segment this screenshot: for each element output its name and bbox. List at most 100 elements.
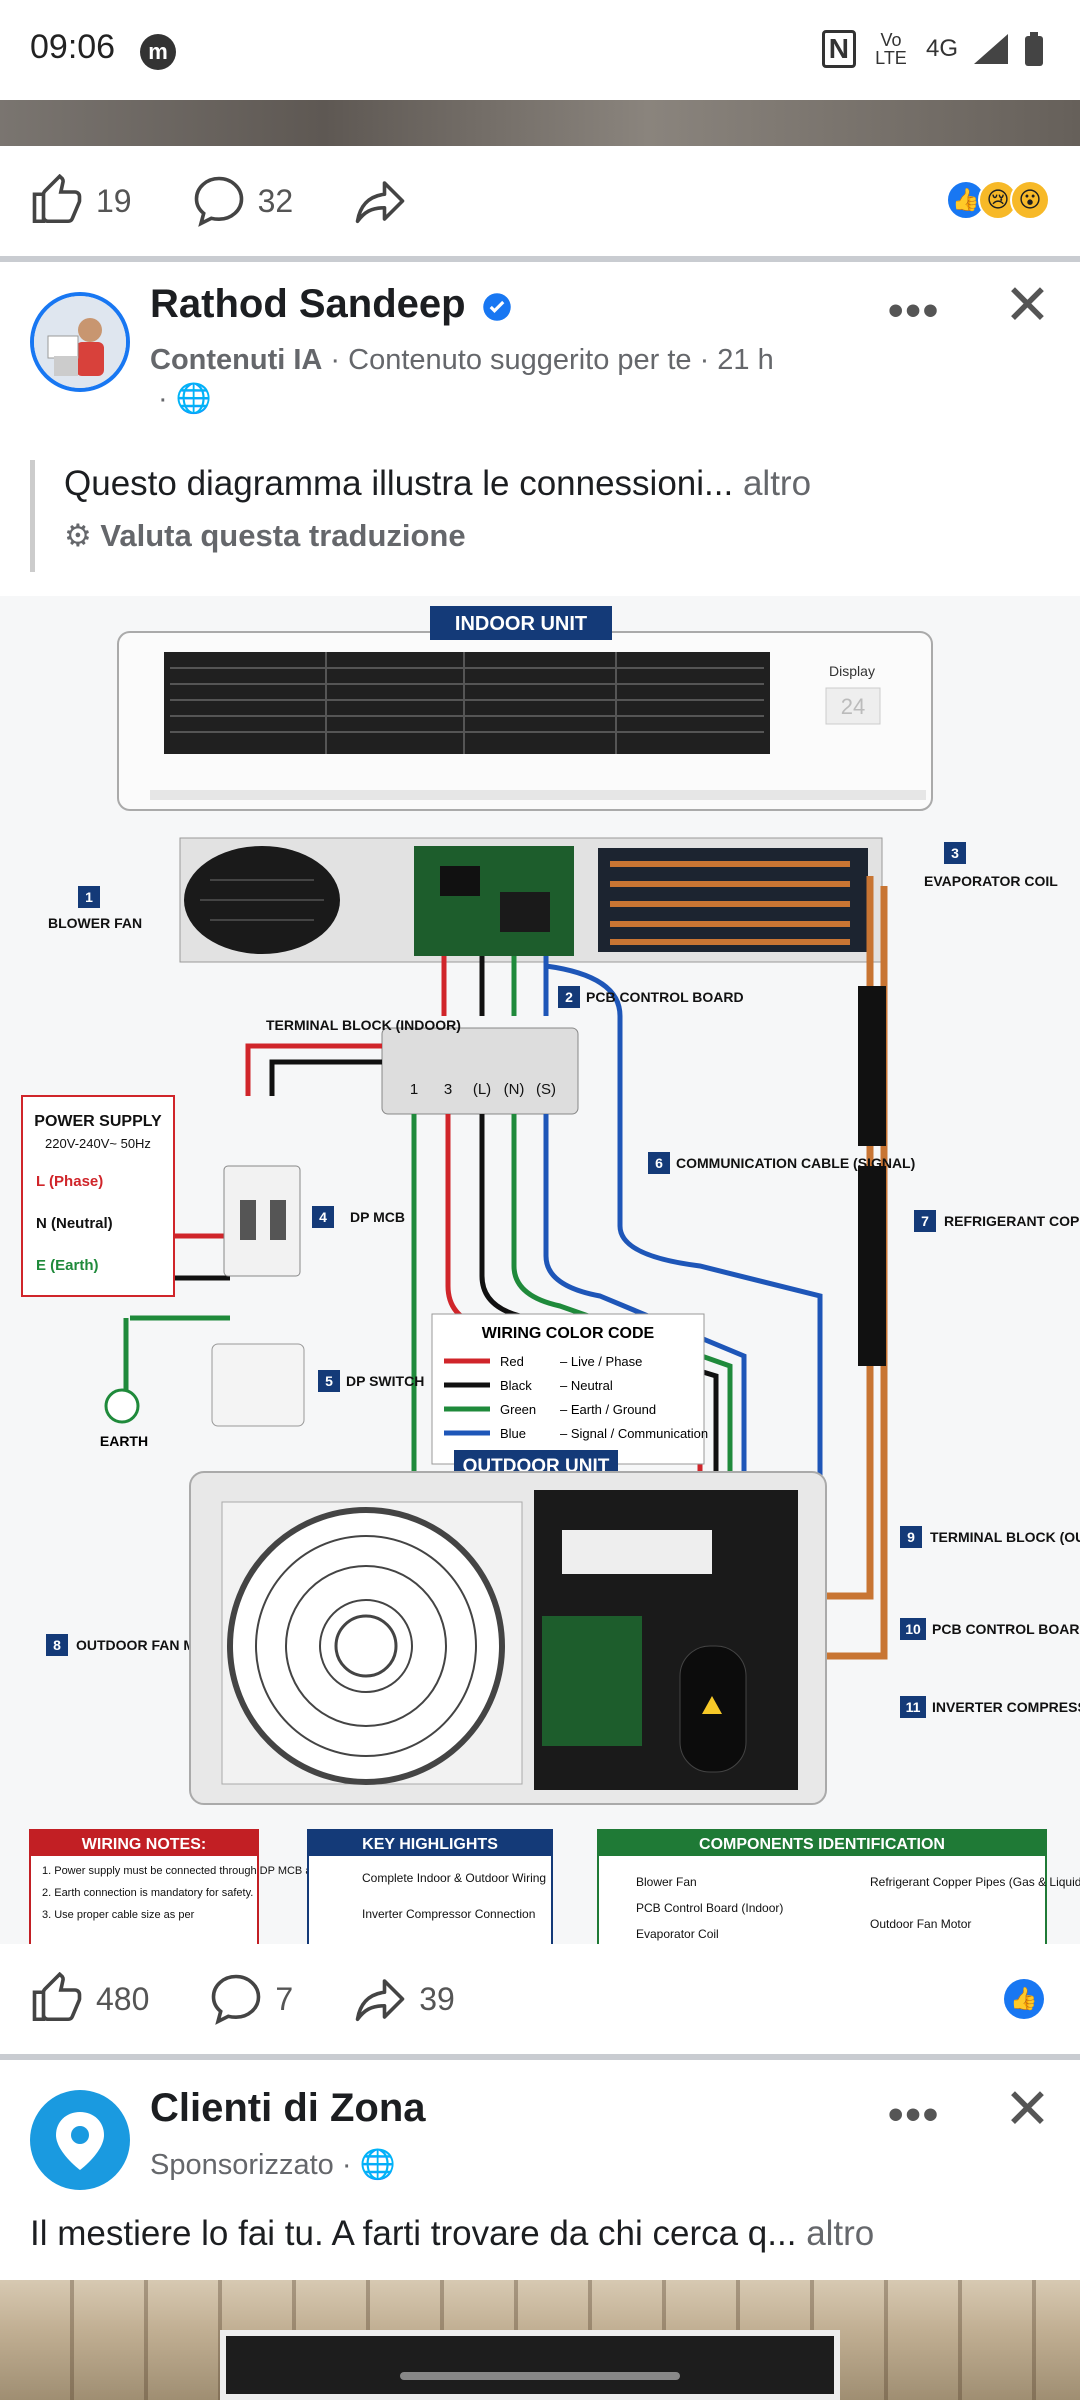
translation-bar [30, 460, 35, 572]
pcb-indoor-label: PCB CONTROL BOARD [586, 989, 744, 1005]
like-reaction-icon[interactable]: 👍 [1004, 1979, 1044, 2019]
svg-text:2: 2 [565, 989, 573, 1005]
author-avatar[interactable] [30, 292, 130, 392]
sponsor-avatar[interactable] [30, 2090, 130, 2190]
dp-switch-drawing [211, 1343, 305, 1427]
share-button[interactable]: 39 [353, 1972, 455, 2026]
legend-color-name: Blue [500, 1426, 526, 1441]
rate-translation[interactable]: ⚙ Valuta questa traduzione [64, 518, 466, 554]
comment-button[interactable]: 7 [209, 1972, 293, 2026]
legend-color-desc: – Signal / Communication [560, 1426, 708, 1441]
close-post-button[interactable]: ✕ [1004, 2077, 1051, 2140]
status-time: 09:06 [30, 28, 116, 66]
wiring-note-3: 3. Use proper cable size as per [42, 1909, 195, 1921]
comment-button[interactable]: 32 [192, 174, 293, 228]
blower-fan-label: BLOWER FAN [48, 915, 142, 931]
sponsored-text-content: Il mestiere lo fai tu. A farti trovare d… [30, 2214, 797, 2253]
svg-text:4: 4 [319, 1209, 327, 1225]
pcb-outdoor-drawing [542, 1616, 642, 1746]
thumb-up-icon [32, 1972, 82, 2022]
phase-label: L (Phase) [36, 1173, 103, 1190]
close-post-button[interactable]: ✕ [1004, 273, 1051, 336]
indoor-unit-tag [430, 606, 612, 640]
highlight-1: Complete Indoor & Outdoor Wiring [362, 1871, 546, 1885]
sponsored-text[interactable]: Il mestiere lo fai tu. A farti trovare d… [30, 2214, 874, 2254]
see-more-link[interactable]: altro [742, 464, 812, 503]
svg-text:(N): (N) [504, 1081, 525, 1098]
post2-actions: 480 7 39 👍 [0, 1944, 1080, 2054]
like-button[interactable]: 480 [30, 1972, 149, 2026]
svg-text:3: 3 [444, 1081, 452, 1098]
power-supply-spec: 220V-240V~ 50Hz [45, 1136, 151, 1151]
like-count: 19 [96, 182, 132, 219]
post-text[interactable]: Questo diagramma illustra le connessioni… [64, 464, 811, 504]
ai-content-label[interactable]: Contenuti IA [150, 344, 323, 376]
component-3: Evaporator Coil [636, 1927, 719, 1941]
battery-icon [1025, 32, 1043, 66]
sponsored-image[interactable] [0, 2280, 1080, 2400]
svg-text:9: 9 [907, 1529, 915, 1545]
terminal-block-indoor [381, 1027, 579, 1115]
terminal-block-outdoor-label: TERMINAL BLOCK (OUTDOOR) [930, 1529, 1080, 1545]
svg-text:8: 8 [53, 1637, 61, 1653]
indoor-unit-title: INDOOR UNIT [455, 613, 587, 635]
power-supply-box [21, 1095, 175, 1297]
volte-icon: Vo LTE [875, 30, 907, 68]
display-label: Display [829, 663, 875, 679]
legend-color-name: Red [500, 1354, 524, 1369]
post1-actions: 19 32 👍 😢 😮 [0, 146, 1080, 256]
earth-symbol [104, 1388, 140, 1424]
component-2: PCB Control Board (Indoor) [636, 1901, 783, 1915]
signal-icon [974, 34, 1008, 64]
wiring-notes-title: WIRING NOTES: [82, 1836, 206, 1853]
author-name[interactable]: Rathod Sandeep [150, 282, 466, 326]
share-icon [355, 1979, 405, 2022]
svg-text:5: 5 [325, 1373, 333, 1389]
rate-translation-label: Valuta questa traduzione [100, 518, 466, 553]
color-code-title: WIRING COLOR CODE [482, 1325, 655, 1342]
svg-text:3: 3 [951, 845, 959, 861]
earth-label: EARTH [100, 1433, 148, 1449]
post-text-content: Questo diagramma illustra le connessioni… [64, 464, 734, 503]
comment-count: 7 [275, 1980, 294, 2017]
sponsored-meta: Sponsorizzato · 🌐 [150, 2148, 396, 2182]
components-title: COMPONENTS IDENTIFICATION [699, 1836, 945, 1853]
svg-text:7: 7 [921, 1213, 929, 1229]
more-options-button[interactable]: ••• [888, 2090, 941, 2139]
compressor-label: INVERTER COMPRESSOR [932, 1699, 1080, 1715]
component-7: Refrigerant Copper Pipes (Gas & Liquid) [870, 1875, 1080, 1889]
legend-color-name: Black [500, 1378, 532, 1393]
share-button[interactable] [353, 174, 407, 228]
communication-cable-label: COMMUNICATION CABLE (SIGNAL) [676, 1155, 915, 1171]
dp-mcb-drawing [223, 1165, 301, 1277]
verified-badge-icon [483, 293, 511, 321]
see-more-link[interactable]: altro [806, 2214, 875, 2253]
post-divider [0, 256, 1080, 262]
svg-text:1: 1 [410, 1081, 418, 1098]
post-meta-line2: · 🌐 [158, 382, 212, 416]
svg-text:(S): (S) [536, 1081, 556, 1098]
previous-post-image[interactable] [0, 100, 1080, 146]
comment-icon [212, 1974, 261, 2025]
globe-icon: 🌐 [175, 383, 212, 415]
more-options-button[interactable]: ••• [888, 286, 941, 335]
dp-mcb-label: DP MCB [350, 1209, 405, 1225]
sponsor-name[interactable]: Clienti di Zona [150, 2086, 426, 2130]
share-icon [355, 181, 405, 224]
like-button[interactable]: 19 [30, 174, 132, 228]
reaction-summary[interactable]: 👍 😢 😮 [946, 180, 1050, 220]
neutral-label: N (Neutral) [36, 1215, 113, 1232]
highlight-2: Inverter Compressor Connection [362, 1907, 535, 1921]
post-meta: Contenuti IA · Contenuto suggerito per t… [150, 344, 774, 377]
globe-icon: 🌐 [359, 2149, 396, 2181]
terminal-block-indoor-label: TERMINAL BLOCK (INDOOR) [266, 1017, 461, 1033]
power-supply-title: POWER SUPPLY [34, 1113, 162, 1130]
wiring-note-2: 2. Earth connection is mandatory for saf… [42, 1887, 253, 1899]
svg-text:1: 1 [85, 889, 93, 905]
status-icons: N Vo LTE 4G [821, 30, 1044, 68]
wow-reaction-icon: 😮 [1010, 180, 1050, 220]
wiring-note-1: 1. Power supply must be connected throug… [42, 1865, 380, 1877]
share-count: 39 [419, 1980, 455, 2017]
